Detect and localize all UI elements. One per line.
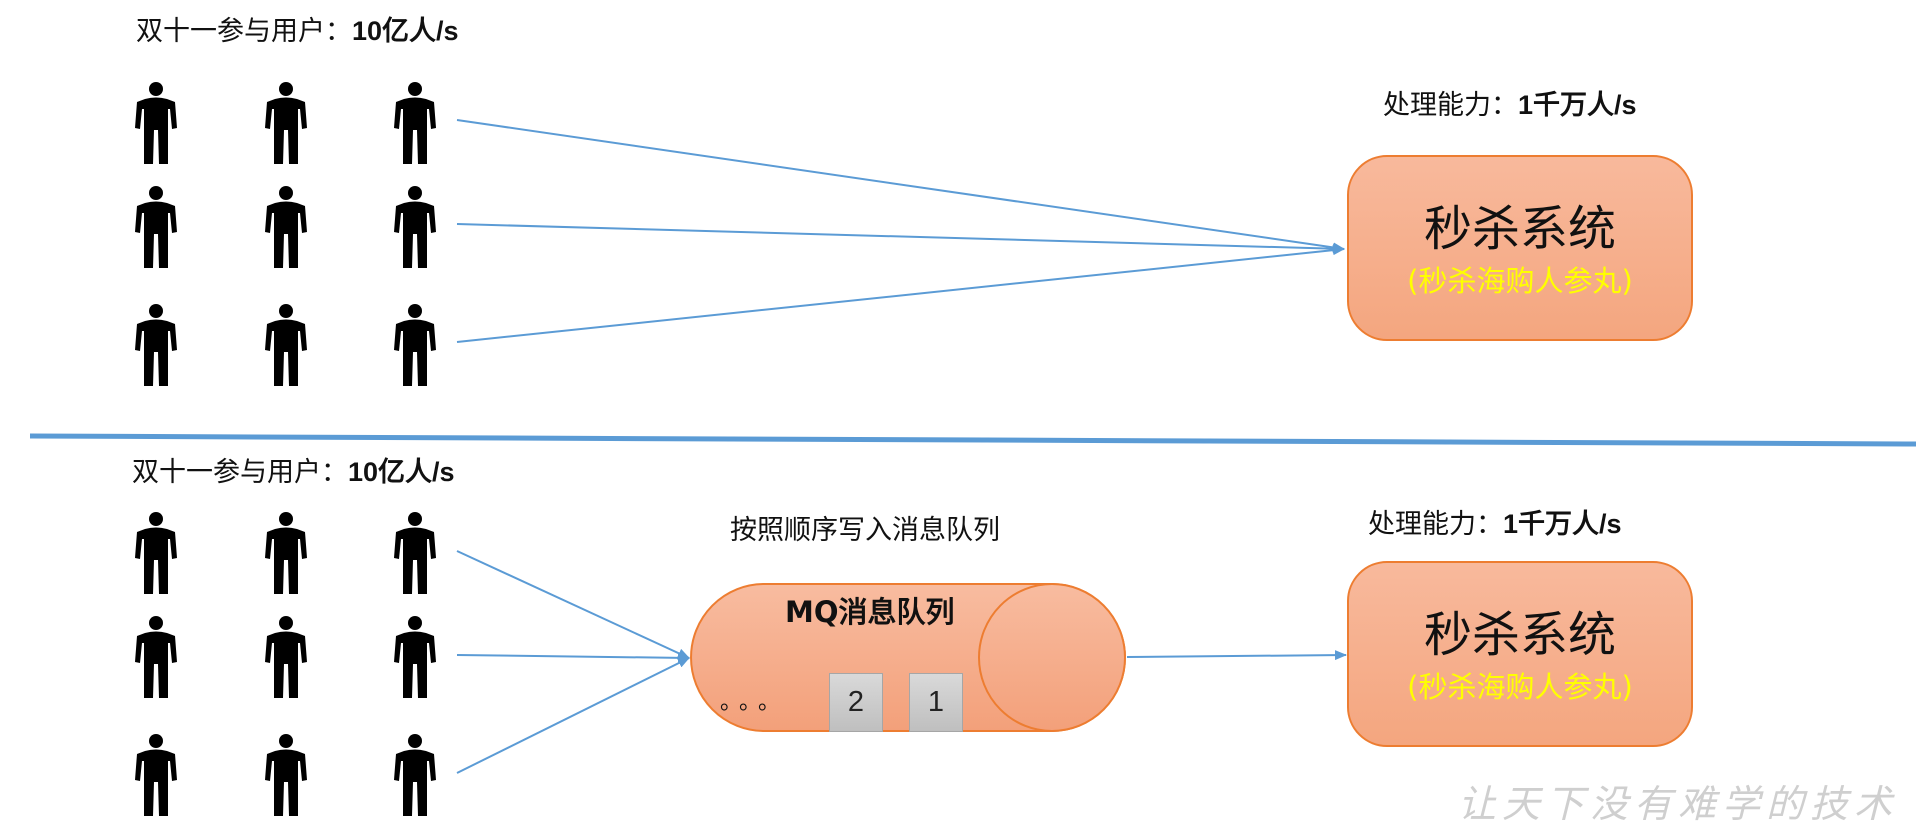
top-arrow-2: [456, 223, 1345, 254]
bottom-arrow-2: [456, 652, 690, 663]
user-person-icon: [394, 512, 436, 594]
mq-to-system-arrow: [1126, 650, 1347, 661]
user-person-icon: [135, 186, 177, 268]
top-arrow-3: [456, 245, 1345, 343]
bottom-capacity-label: 处理能力：1千万人/s: [1368, 509, 1622, 540]
user-person-icon: [394, 304, 436, 386]
top-users-label: 双十一参与用户：10亿人/s: [136, 16, 459, 47]
user-person-icon: [394, 734, 436, 816]
mq-message-cell: 1: [909, 673, 963, 732]
mq-cylinder: [690, 583, 1126, 732]
top-capacity-label: 处理能力：1千万人/s: [1383, 90, 1637, 121]
user-person-icon: [135, 734, 177, 816]
watermark: 让天下没有难学的技术: [1458, 782, 1899, 826]
bottom-arrow-1: [456, 550, 690, 659]
top-arrow-1: [456, 119, 1345, 253]
system-subtitle: (秒杀海购人参丸): [1407, 264, 1633, 298]
user-person-icon: [265, 616, 307, 698]
mq-title: MQ消息队列: [785, 595, 955, 629]
user-person-icon: [135, 82, 177, 164]
mq-message-cell: 2: [829, 673, 883, 732]
section-divider: [29, 433, 1917, 447]
user-person-icon: [265, 186, 307, 268]
queue-caption: 按照顺序写入消息队列: [730, 515, 1000, 546]
mq-ellipsis: 。。。: [720, 690, 789, 715]
user-person-icon: [265, 82, 307, 164]
user-person-icon: [135, 616, 177, 698]
user-person-icon: [265, 734, 307, 816]
user-person-icon: [394, 82, 436, 164]
user-person-icon: [394, 616, 436, 698]
bottom-arrow-3: [456, 657, 690, 774]
user-person-icon: [265, 512, 307, 594]
bottom-users-label: 双十一参与用户：10亿人/s: [132, 457, 455, 488]
bottom-seckill-system-box: 秒杀系统 (秒杀海购人参丸): [1347, 561, 1693, 747]
top-seckill-system-box: 秒杀系统 (秒杀海购人参丸): [1347, 155, 1693, 341]
system-subtitle: (秒杀海购人参丸): [1407, 670, 1633, 704]
user-person-icon: [394, 186, 436, 268]
user-person-icon: [265, 304, 307, 386]
system-title: 秒杀系统: [1423, 201, 1616, 257]
user-person-icon: [135, 304, 177, 386]
system-title: 秒杀系统: [1423, 607, 1616, 663]
user-person-icon: [135, 512, 177, 594]
